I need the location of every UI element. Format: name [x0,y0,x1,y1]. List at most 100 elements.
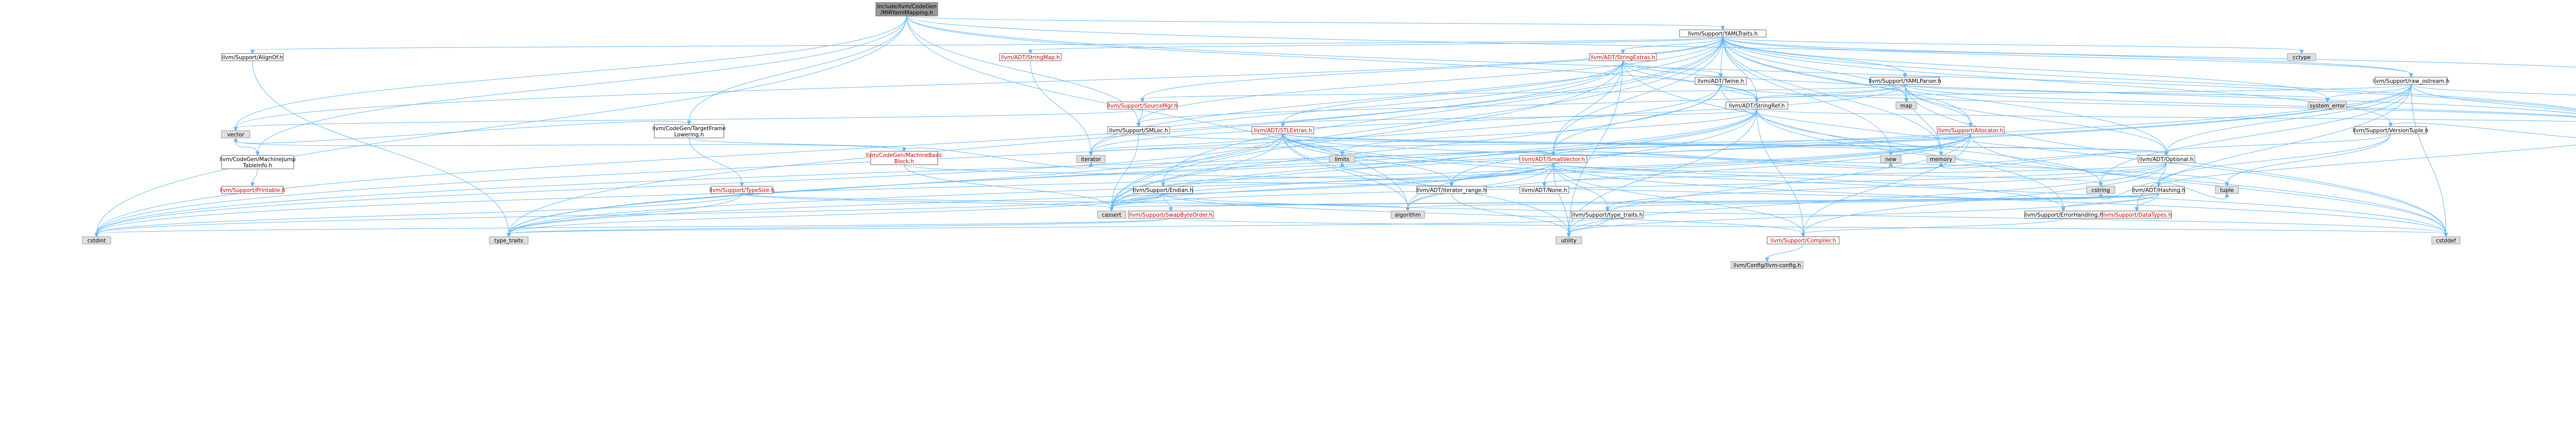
edge-stringextras-to-cstdint [96,60,1623,234]
node-llvm-support-endian-h[interactable]: llvm/Support/Endian.h [1133,186,1193,194]
node-label: utility [1561,238,1577,244]
node-llvm-adt-stlextras-h[interactable]: llvm/ADT/STLExtras.h [1251,126,1314,134]
edge-smallvector-to-cassert [1111,162,1554,208]
edge-yamltraits-to-rawostream [1722,37,2412,75]
node-llvm-adt-stringextras-h[interactable]: llvm/ADT/StringExtras.h [1589,53,1657,61]
edge-endian-to-compiler [1163,193,1804,234]
edge-alignof-to-typetraitsstd [252,60,509,234]
node-label: algorithm [1395,212,1421,218]
edge-arrowhead [1888,162,1893,167]
edge-stringextras-to-smallvector [1553,60,1623,153]
node-label: llvm/Support/SMLoc.h [1109,128,1168,134]
node-label: new [1885,156,1896,163]
node-label: cstdint [88,238,106,244]
node-llvm-support-typesize-h[interactable]: llvm/Support/TypeSize.h [709,186,775,194]
node-llvm-adt-iterator-range-h[interactable]: llvm/ADT/iterator_range.h [1416,186,1487,194]
edge-arrowhead [1754,98,1759,103]
node-llvm-support-sourcemgr-h[interactable]: llvm/Support/SourceMgr.h [1107,101,1178,110]
node-box [2138,155,2195,163]
node-llvm-support-errorhandling-h[interactable]: llvm/Support/ErrorHandling.h [2024,210,2103,219]
node-cstddef: cstddef [2431,236,2461,244]
edge-arrowhead [2061,207,2066,212]
node-llvm-support-versiontuple-h[interactable]: llvm/Support/VersionTuple.h [2353,126,2429,134]
edge-root-to-jumptable [257,15,907,153]
edge-optional-to-compiler [1803,162,2167,234]
edge-root-to-algorithm [906,15,1408,208]
edge-endian-to-cassert [1111,193,1163,208]
node-llvm-support-allocator-h[interactable]: llvm/Support/Allocator.h [1937,126,2005,134]
edge-yamltraits-to-cassert [1111,37,1723,208]
edge-stlextras-to-memory [1282,133,1941,153]
node-include-llvm-codegen-miryamlmapping-h[interactable]: include/llvm/CodeGen/MIRYamlMapping.h [875,2,938,16]
edge-smallvector-to-iteratorrange [1451,162,1554,184]
edge-endian-to-typetraitsstd [509,193,1163,234]
node-llvm-support-type-traits-h[interactable]: llvm/Support/type_traits.h [1571,210,1644,219]
edge-smallvector-to-utility [1553,162,1569,234]
node-llvm-adt-none-h[interactable]: llvm/ADT/None.h [1519,186,1569,194]
node-box [1133,186,1193,194]
edge-yamltraits-to-string [1722,37,2576,110]
node-llvm-adt-smallvector-h[interactable]: llvm/ADT/SmallVector.h [1519,155,1587,163]
edge-endian-to-cstddef [1163,193,2446,234]
edge-yamltraits-to-stringextras [1622,37,1723,51]
node-box [2354,126,2427,134]
node-llvm-adt-stringmap-h[interactable]: llvm/ADT/StringMap.h [999,53,1062,61]
edge-arrowhead [94,233,99,238]
node-llvm-adt-optional-h[interactable]: llvm/ADT/Optional.h [2138,155,2195,163]
edge-endian-to-cstdint [96,193,1163,234]
edge-sourcemgr-to-vector [235,109,1143,128]
node-llvm-support-yamlparser-h[interactable]: llvm/Support/YAMLParser.h [1869,77,1941,85]
node-label: llvm/Support/SwapByteOrder.h [1129,212,1212,218]
node-limits: limits [1329,155,1355,163]
node-llvm-support-smloc-h[interactable]: llvm/Support/SMLoc.h [1107,126,1170,134]
node-llvm-support-printable-h[interactable]: llvm/Support/Printable.h [219,186,285,194]
edge-root-to-rawostream [906,15,2412,75]
node-llvm-adt-stringref-h[interactable]: llvm/ADT/StringRef.h [1725,101,1788,110]
node-box [1555,236,1582,244]
edge-arrowhead [1405,207,1410,212]
edge-targetframe-to-vector [235,121,689,144]
node-box [1107,101,1178,110]
node-label: llvm/Support/ErrorHandling.h [2024,212,2103,218]
edge-yamlparser-to-allocator [1905,84,1971,124]
node-box [2102,210,2172,219]
edge-yamltraits-to-typetraitsstd [509,37,1723,234]
edge-yamlparser-to-systemerror [1905,84,2328,99]
node-new: new [1880,155,1902,163]
node-label: llvm/Support/AlignOf.h [222,55,283,61]
edge-rawostream-to-cassert [1111,84,2412,208]
edge-yamlparser-to-smloc [1138,84,1905,124]
edge-arrowhead [2299,49,2304,55]
edge-arrowhead [1161,182,1165,187]
edge-smallvector-to-compiler [1553,162,1804,234]
node-llvm-adt-twine-h[interactable]: llvm/ADT/Twine.h [1694,77,1747,85]
edge-arrowhead [1605,207,1610,212]
node-llvm-support-yamltraits-h[interactable]: llvm/Support/YAMLTraits.h [1679,29,1767,38]
edge-typesize-to-cstdint [96,193,742,234]
node-box [1128,210,1214,219]
edge-allocator-to-cstdint [96,133,1971,234]
edge-optional-to-utility [1568,162,2167,234]
node-label: llvm/ADT/SmallVector.h [1522,156,1585,163]
edge-arrowhead [2098,182,2103,187]
node-llvm-support-compiler-h[interactable]: llvm/Support/Compiler.h [1767,236,1840,244]
edge-yamltraits-to-stringref [1722,37,1757,99]
edge-stringmap-to-iterator [1030,60,1091,153]
node-box [1329,155,1355,163]
edge-stringref-to-stlextras [1282,109,1757,124]
node-llvm-adt-hashing-h[interactable]: llvm/ADT/Hashing.h [2132,186,2185,194]
node-llvm-support-raw-ostream-h[interactable]: llvm/Support/raw_ostream.h [2373,77,2450,85]
node-box [82,236,111,244]
edge-yamltraits-to-stringmap [1030,37,1723,51]
node-llvm-support-swapbyteorder-h[interactable]: llvm/Support/SwapByteOrder.h [1128,210,1214,219]
node-box [1767,236,1840,244]
edge-targetframe-to-typesize [689,137,742,184]
node-llvm-support-alignof-h[interactable]: llvm/Support/AlignOf.h [221,53,284,61]
node-box [1519,186,1569,194]
node-llvm-support-datatypes-h[interactable]: llvm/Support/DataTypes.h [2102,210,2172,219]
node-box [1895,101,1917,110]
edge-stlextras-to-cstddef [1282,133,2446,234]
